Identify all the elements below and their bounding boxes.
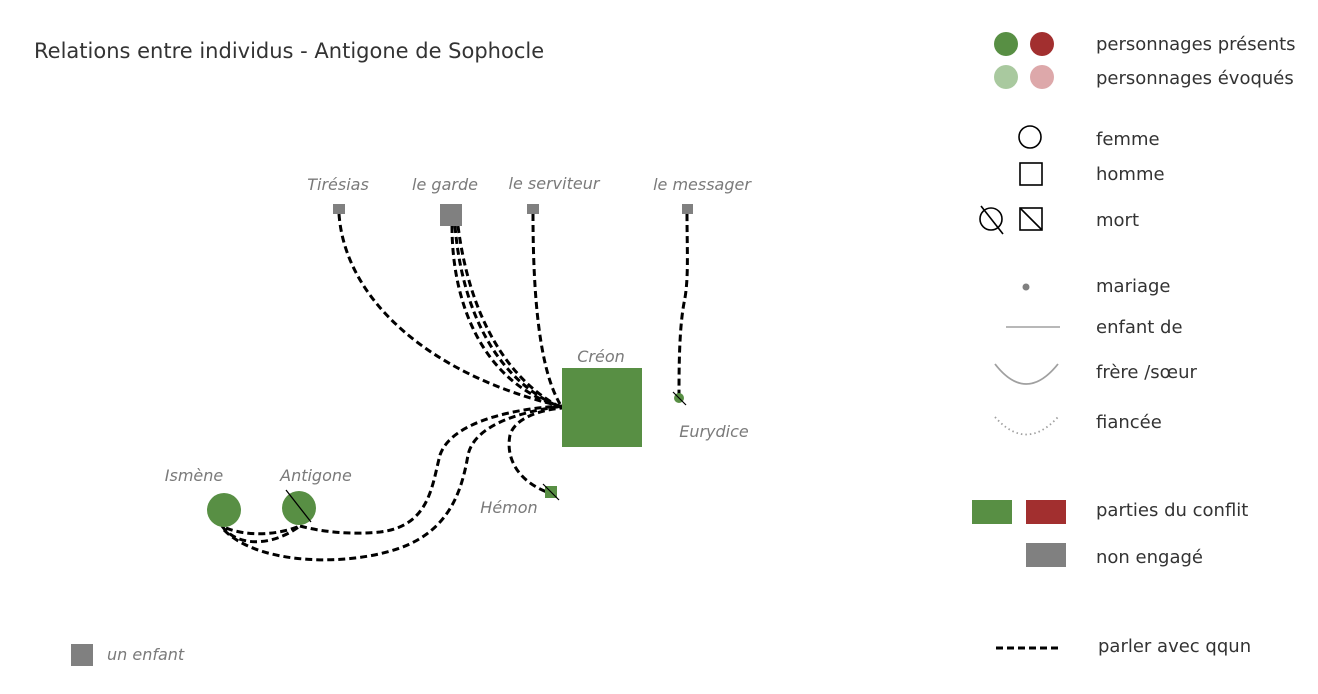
legend-neutral-swatch <box>1026 543 1066 567</box>
label-hemon: Hémon <box>480 498 537 517</box>
edge-tiresias-creon <box>337 213 561 408</box>
edge-garde-creon-1 <box>450 225 559 408</box>
legend: personnages présents personnages évoqués… <box>972 32 1296 657</box>
legend-male-label: homme <box>1096 164 1165 185</box>
legend-fiancee-icon <box>994 416 1059 436</box>
node-eurydice[interactable] <box>672 391 687 406</box>
node-garde[interactable] <box>440 204 462 226</box>
legend-conflict-red-swatch <box>1026 500 1066 524</box>
legend-dead-female-icon <box>979 205 1004 235</box>
edge-ismene-antigone-1 <box>225 524 301 536</box>
legend-present-label: personnages présents <box>1096 34 1296 55</box>
legend-marriage-label: mariage <box>1096 276 1171 297</box>
edge-ismene-creon <box>222 404 565 562</box>
edge-ismene-antigone-2 <box>220 524 301 544</box>
edges <box>220 213 689 562</box>
label-tiresias: Tirésias <box>307 175 369 194</box>
legend-present-red-swatch <box>1030 32 1054 56</box>
legend-child-of-label: enfant de <box>1096 317 1183 338</box>
edge-hemon-creon <box>507 406 563 497</box>
node-labels: Tirésias le garde le serviteur le messag… <box>107 174 752 664</box>
legend-female-icon <box>1018 125 1042 149</box>
label-garde: le garde <box>412 175 478 194</box>
edge-garde-creon-2 <box>453 225 561 409</box>
diagram-title: Relations entre individus - Antigone de … <box>34 39 544 63</box>
node-messager[interactable] <box>682 204 693 214</box>
edge-serviteur-creon <box>531 213 562 405</box>
node-serviteur[interactable] <box>527 204 539 214</box>
node-creon[interactable] <box>562 368 642 447</box>
nodes <box>71 204 693 666</box>
label-creon: Créon <box>577 347 625 366</box>
edge-antigone-creon <box>299 404 563 535</box>
legend-dead-label: mort <box>1096 210 1139 231</box>
legend-evoked-label: personnages évoqués <box>1096 68 1294 89</box>
legend-dead-male-icon <box>1019 207 1043 231</box>
label-antigone: Antigone <box>279 466 352 485</box>
legend-sibling-icon <box>994 363 1059 385</box>
node-ismene[interactable] <box>207 493 241 527</box>
node-enfant[interactable] <box>71 644 93 666</box>
legend-marriage-icon <box>1022 283 1030 291</box>
node-antigone[interactable] <box>282 489 316 525</box>
edge-messager-eurydice <box>677 213 689 399</box>
legend-sibling-label: frère /sœur <box>1096 362 1197 383</box>
legend-talk-label: parler avec qqun <box>1098 636 1251 657</box>
label-messager: le messager <box>653 175 752 194</box>
legend-conflict-label: parties du conflit <box>1096 500 1248 521</box>
legend-present-green-swatch <box>994 32 1018 56</box>
label-eurydice: Eurydice <box>679 422 749 441</box>
label-serviteur: le serviteur <box>509 174 601 193</box>
node-hemon[interactable] <box>542 483 560 501</box>
legend-fiancee-label: fiancée <box>1096 412 1162 433</box>
node-tiresias[interactable] <box>333 204 345 214</box>
legend-female-label: femme <box>1096 129 1160 150</box>
legend-male-icon <box>1019 162 1043 186</box>
legend-evoked-red-swatch <box>1030 65 1054 89</box>
legend-evoked-green-swatch <box>994 65 1018 89</box>
edge-garde-creon-3 <box>456 225 563 410</box>
label-ismene: Ismène <box>165 466 224 485</box>
legend-conflict-green-swatch <box>972 500 1012 524</box>
label-enfant: un enfant <box>107 645 185 664</box>
legend-neutral-label: non engagé <box>1096 547 1203 568</box>
